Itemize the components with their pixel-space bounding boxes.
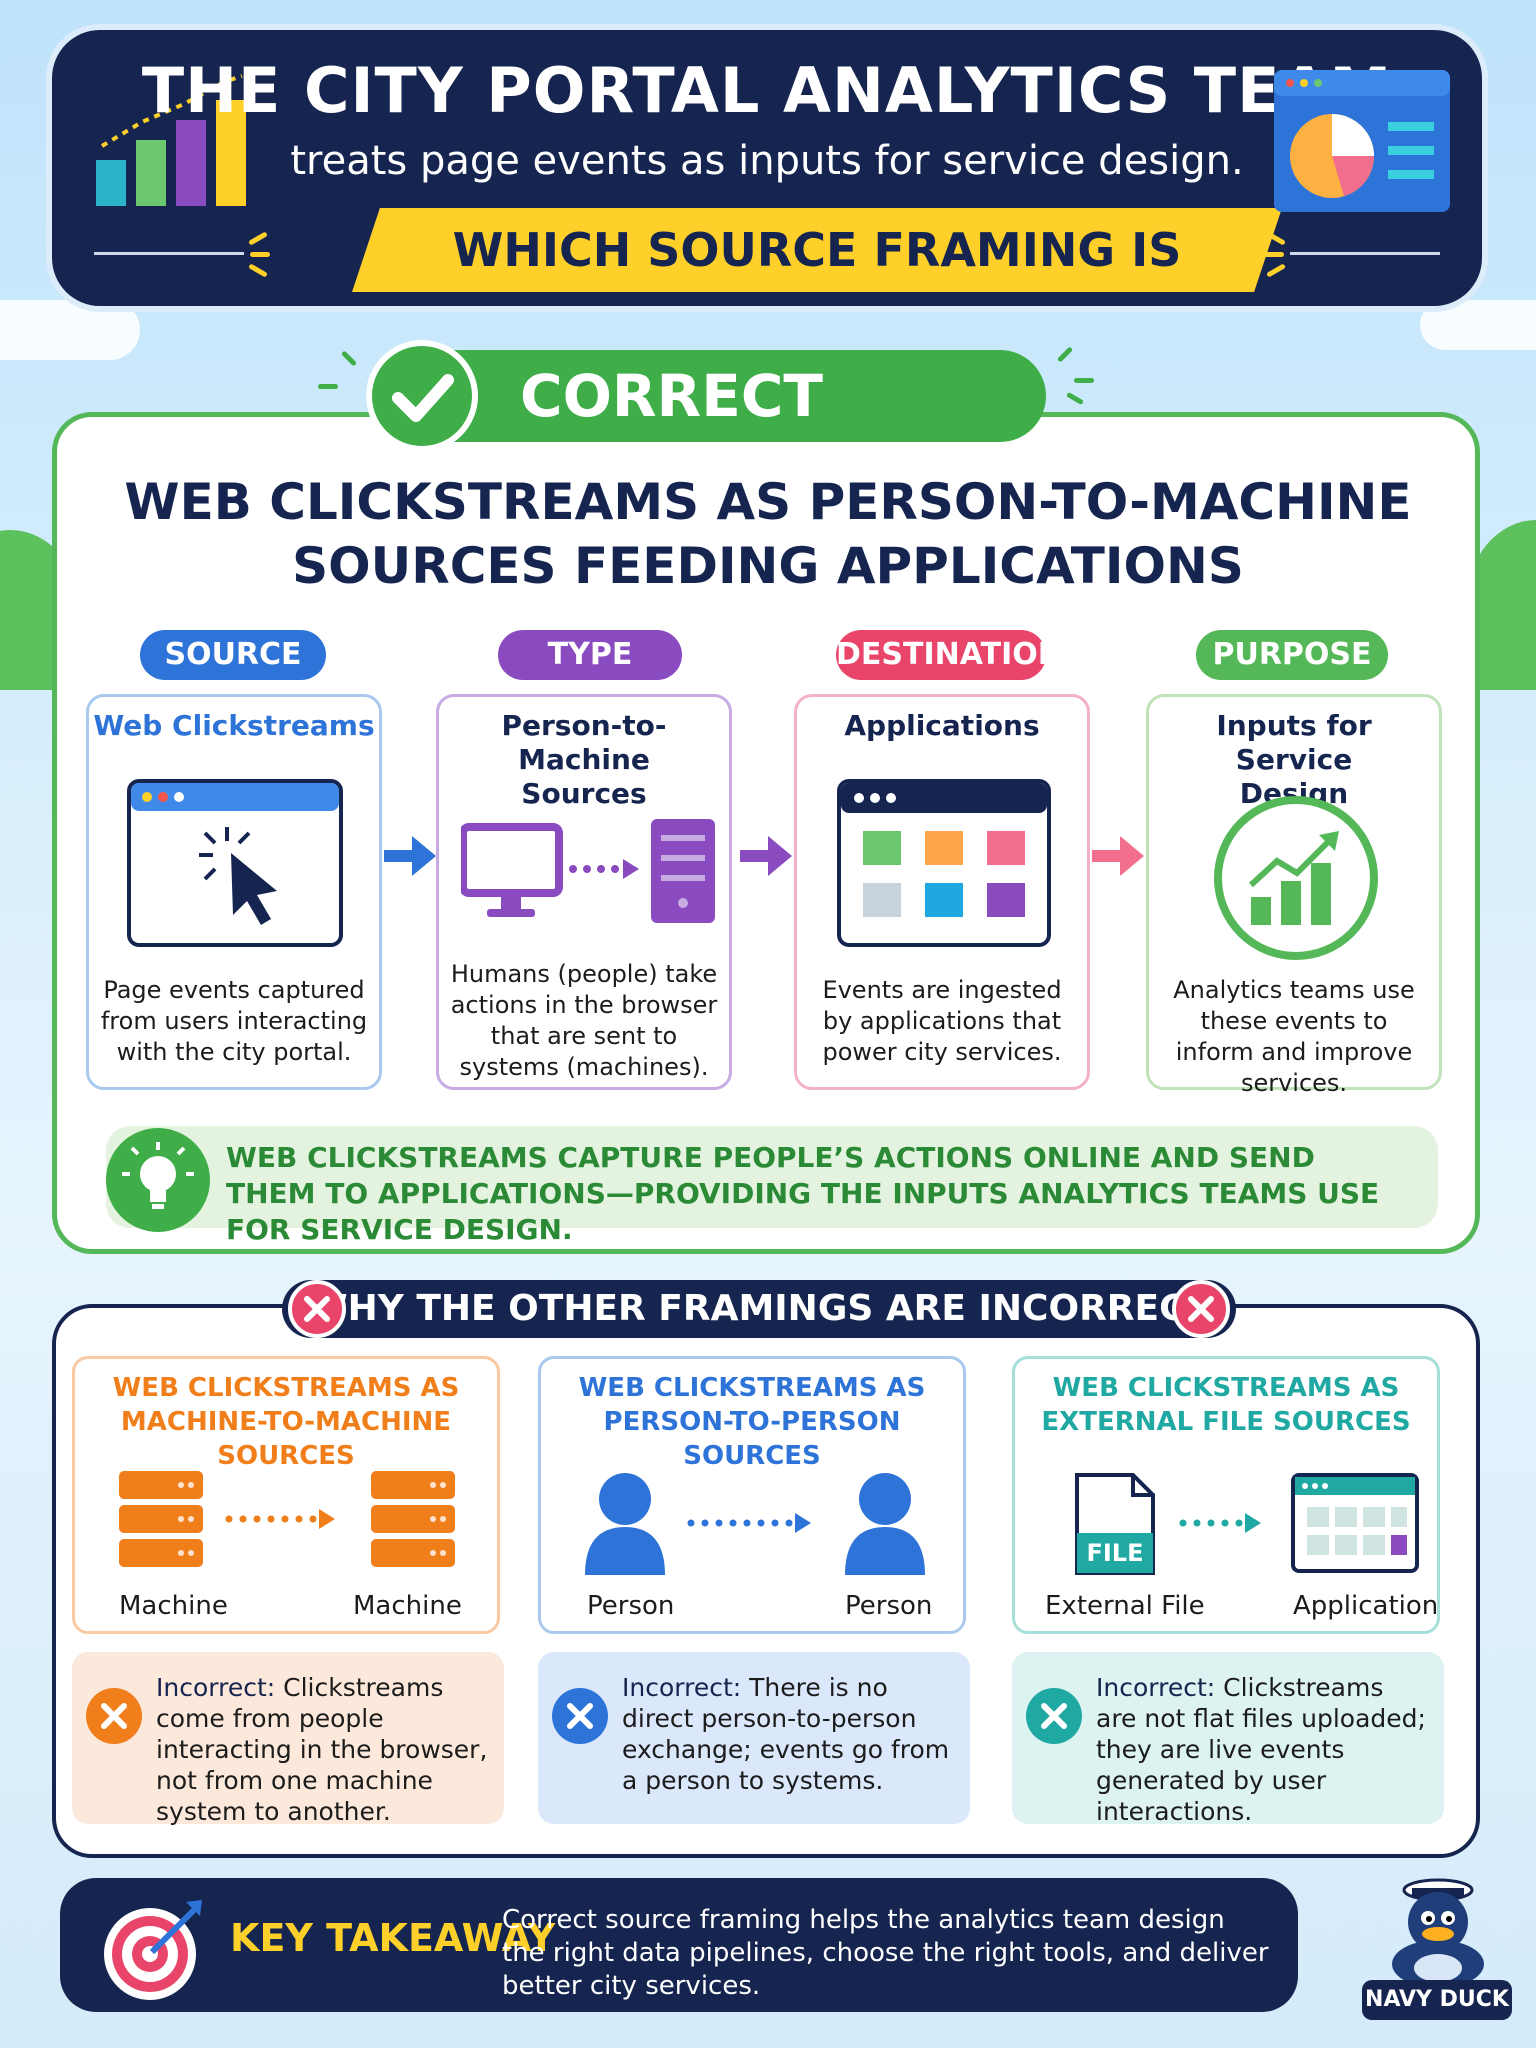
- spark-mark: [1056, 346, 1074, 363]
- brand-label: NAVY DUCK: [1362, 1980, 1512, 2020]
- option-card-external-file: WEB CLICKSTREAMS AS EXTERNAL FILE SOURCE…: [1012, 1356, 1440, 1634]
- incorrect-prefix: Incorrect:: [156, 1673, 276, 1702]
- step-label-source: SOURCE: [140, 630, 326, 680]
- computer-to-server-icon: [461, 819, 715, 923]
- background-cloud: [0, 300, 140, 360]
- step-card-purpose: Inputs for Service Design Analytics team…: [1146, 694, 1442, 1097]
- arrow-right-icon: [740, 836, 792, 876]
- step-label-purpose: PURPOSE: [1196, 630, 1388, 680]
- incorrect-framings-badge: WHY THE OTHER FRAMINGS ARE INCORRECT: [282, 1280, 1236, 1338]
- divider-line: [1290, 252, 1440, 255]
- explanation-body: There is no direct person-to-person exch…: [622, 1673, 950, 1795]
- step-heading: Person-to-Machine Sources: [501, 709, 667, 810]
- growth-chart-icon: [1214, 796, 1378, 960]
- incorrect-prefix: Incorrect:: [1096, 1673, 1216, 1702]
- spark-mark: [1266, 263, 1286, 278]
- option-right-label: Application: [1293, 1591, 1439, 1621]
- explanation-text: Incorrect: Clickstreams come from people…: [156, 1672, 490, 1827]
- file-to-application-icon: [1075, 1473, 1419, 1575]
- duck-mascot-icon: [1392, 1878, 1484, 1986]
- x-icon: [288, 1280, 346, 1338]
- step-label-type: TYPE: [498, 630, 682, 680]
- step-heading: Web Clickstreams: [93, 709, 375, 742]
- step-heading: Inputs for Service Design: [1216, 709, 1372, 810]
- question-banner: WHICH SOURCE FRAMING IS CORRECT?: [352, 208, 1282, 292]
- lightbulb-icon: [106, 1128, 210, 1232]
- option-right-label: Machine: [353, 1591, 462, 1621]
- spark-mark: [318, 384, 338, 389]
- x-icon: [552, 1688, 608, 1744]
- header-title: THE CITY PORTAL ANALYTICS TEAM: [141, 54, 1393, 127]
- spark-mark: [250, 252, 270, 257]
- step-description: Events are ingested by applications that…: [822, 976, 1062, 1066]
- step-card-type: Person-to-Machine Sources Humans (people…: [436, 694, 732, 1090]
- spark-mark: [1074, 378, 1094, 383]
- option-left-label: Person: [587, 1591, 675, 1621]
- arrow-right-icon: [384, 836, 436, 876]
- spark-mark: [248, 231, 268, 246]
- file-label: FILE: [1086, 1539, 1144, 1567]
- arrow-right-icon: [1092, 836, 1144, 876]
- divider-line: [94, 252, 244, 255]
- incorrect-prefix: Incorrect:: [622, 1673, 742, 1702]
- spark-mark: [340, 350, 358, 367]
- header-subtitle: treats page events as inputs for service…: [290, 138, 1244, 184]
- insight-callout: WEB CLICKSTREAMS CAPTURE PEOPLE’S ACTION…: [106, 1126, 1438, 1246]
- header-banner: THE CITY PORTAL ANALYTICS TEAM treats pa…: [52, 30, 1482, 306]
- option-left-label: External File: [1045, 1591, 1205, 1621]
- spark-mark: [1065, 391, 1085, 406]
- x-icon: [1026, 1688, 1082, 1744]
- option-title: WEB CLICKSTREAMS AS EXTERNAL FILE SOURCE…: [1041, 1373, 1411, 1437]
- option-title: WEB CLICKSTREAMS AS PERSON-TO-PERSON SOU…: [578, 1373, 926, 1471]
- insight-text: WEB CLICKSTREAMS CAPTURE PEOPLE’S ACTION…: [226, 1141, 1380, 1246]
- spark-mark: [248, 263, 268, 278]
- takeaway-label: KEY TAKEAWAY: [230, 1916, 556, 1960]
- target-icon: [104, 1900, 202, 2000]
- explanation-body: Clickstreams come from people interactin…: [156, 1673, 488, 1826]
- correct-answer-title: WEB CLICKSTREAMS AS PERSON-TO-MACHINE SO…: [100, 470, 1436, 598]
- step-card-source: Web Clickstreams Page events captured fr…: [86, 694, 382, 1090]
- title-line: SOURCES FEEDING APPLICATIONS: [292, 537, 1244, 595]
- x-icon: [1172, 1280, 1230, 1338]
- title-line: WEB CLICKSTREAMS AS PERSON-TO-MACHINE: [124, 473, 1412, 531]
- server-to-server-icon: [119, 1471, 455, 1567]
- application-grid-icon: [837, 779, 1051, 947]
- spark-mark: [1264, 252, 1284, 257]
- takeaway-text: Correct source framing helps the analyti…: [502, 1905, 1269, 2001]
- explanation-body: Clickstreams are not flat files uploaded…: [1096, 1673, 1426, 1826]
- browser-cursor-icon: [127, 779, 343, 947]
- step-description: Page events captured from users interact…: [100, 976, 368, 1066]
- explanation-text: Incorrect: There is no direct person-to-…: [622, 1672, 956, 1796]
- option-explanation: Incorrect: There is no direct person-to-…: [538, 1652, 970, 1824]
- step-description: Humans (people) take actions in the brow…: [450, 960, 718, 1081]
- option-explanation: Incorrect: Clickstreams come from people…: [72, 1652, 504, 1827]
- option-left-label: Machine: [119, 1591, 228, 1621]
- x-icon: [86, 1688, 142, 1744]
- option-title: WEB CLICKSTREAMS AS MACHINE-TO-MACHINE S…: [112, 1373, 460, 1471]
- step-description: Analytics teams use these events to info…: [1173, 976, 1415, 1097]
- step-label-destination: DESTINATION: [836, 630, 1063, 680]
- option-card-machine-to-machine: WEB CLICKSTREAMS AS MACHINE-TO-MACHINE S…: [72, 1356, 500, 1634]
- bar-chart-icon: [96, 74, 246, 206]
- option-explanation: Incorrect: Clickstreams are not flat fil…: [1012, 1652, 1444, 1827]
- option-card-person-to-person: WEB CLICKSTREAMS AS PERSON-TO-PERSON SOU…: [538, 1356, 966, 1634]
- person-to-person-icon: [585, 1473, 925, 1575]
- check-icon: [366, 340, 478, 452]
- step-card-destination: Applications Events are ingested by appl…: [794, 694, 1090, 1090]
- correct-answer-badge: CORRECT ANSWER: [366, 350, 1046, 522]
- option-right-label: Person: [845, 1591, 933, 1621]
- step-heading: Applications: [844, 709, 1040, 742]
- explanation-text: Incorrect: Clickstreams are not flat fil…: [1096, 1672, 1430, 1827]
- background-cloud: [1420, 300, 1536, 350]
- dashboard-pie-icon: [1274, 70, 1450, 212]
- key-takeaway-banner: KEY TAKEAWAY Correct source framing help…: [60, 1878, 1298, 2012]
